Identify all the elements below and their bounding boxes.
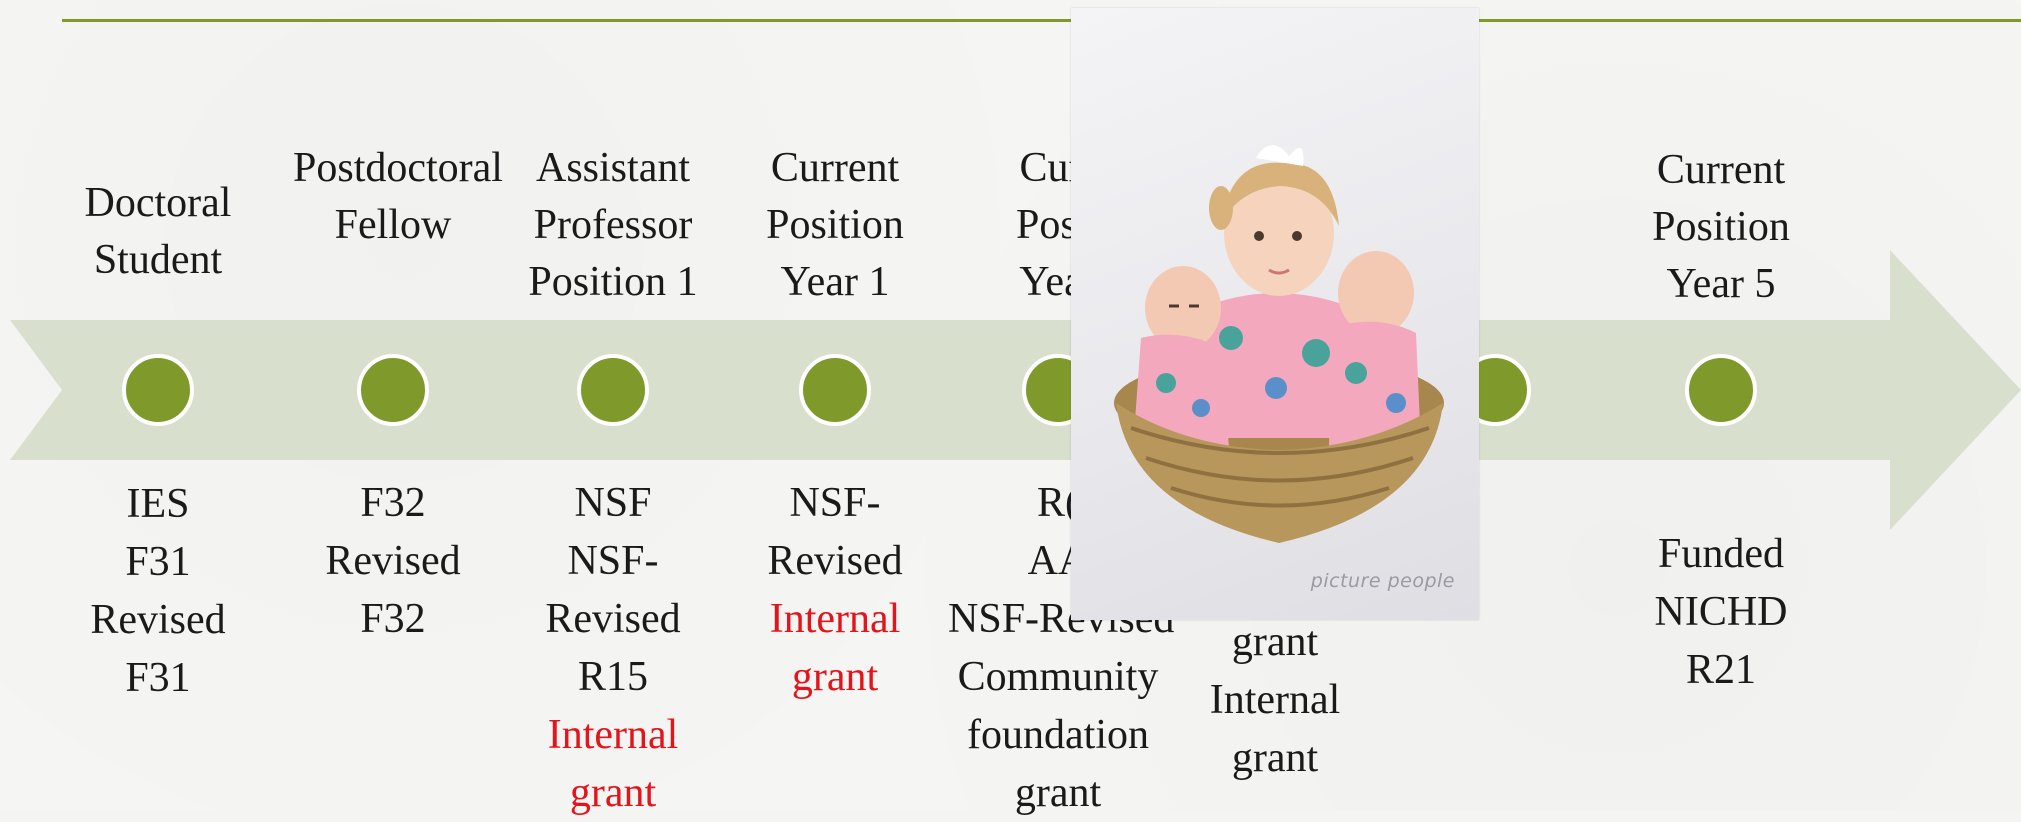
grant-line: Revised xyxy=(545,596,681,642)
stage-title-line: Assistant xyxy=(535,145,690,191)
timeline-node xyxy=(577,354,649,426)
grant-line: NSF- xyxy=(789,480,881,526)
stage-title-line: Position xyxy=(766,202,904,248)
grant-line: NICHD xyxy=(1654,589,1788,635)
grant-line: Funded xyxy=(1658,531,1784,577)
grant-line: NSF- xyxy=(567,538,659,584)
grant-line: Internal xyxy=(547,712,679,758)
grant-line: F31 xyxy=(125,655,191,701)
timeline-node xyxy=(357,354,429,426)
grant-line: F31 xyxy=(125,539,191,585)
grant-line: grant xyxy=(569,770,657,816)
grant-line: F32 xyxy=(360,480,426,526)
stage-title-line: Postdoctoral xyxy=(293,145,503,191)
stage-title-line: Fellow xyxy=(334,202,452,248)
grant-line: Revised xyxy=(325,538,461,584)
grant-line: grant xyxy=(1231,619,1319,665)
stage-title-line: Position 1 xyxy=(528,259,698,305)
grant-line: Internal xyxy=(769,596,901,642)
stage-title-line: Year 1 xyxy=(780,259,890,305)
stage-title-line: Student xyxy=(93,237,223,283)
stage-title-line: Current xyxy=(770,145,900,191)
stage-title-line: Position xyxy=(1652,204,1790,250)
timeline-node xyxy=(122,354,194,426)
stage-title-line: Doctoral xyxy=(84,180,232,226)
grant-line: grant xyxy=(1231,735,1319,781)
top-rule xyxy=(62,19,2021,22)
timeline-band xyxy=(10,250,2021,530)
grant-line: F32 xyxy=(360,596,426,642)
grant-line: Community xyxy=(957,654,1159,700)
grant-line: R15 xyxy=(577,654,648,700)
grant-line: grant xyxy=(1014,770,1102,816)
grant-line: NSF xyxy=(574,480,652,526)
photo-children-in-basket xyxy=(1114,144,1444,543)
stage-title-line: Current xyxy=(1656,147,1786,193)
stage-title-line: Professor xyxy=(533,202,693,248)
grant-line: Internal xyxy=(1209,677,1341,723)
timeline-node xyxy=(799,354,871,426)
timeline-node xyxy=(1685,354,1757,426)
stage-title-line: Year 5 xyxy=(1666,261,1776,307)
family-photo: picture people xyxy=(1071,8,1479,620)
grant-line: grant xyxy=(791,654,879,700)
grant-line: Revised xyxy=(767,538,903,584)
photo-watermark: picture people xyxy=(1310,570,1455,592)
grant-line: R21 xyxy=(1685,647,1756,693)
grant-line: IES xyxy=(126,481,190,527)
grant-line: foundation xyxy=(967,712,1149,758)
grant-line: Revised xyxy=(90,597,226,643)
